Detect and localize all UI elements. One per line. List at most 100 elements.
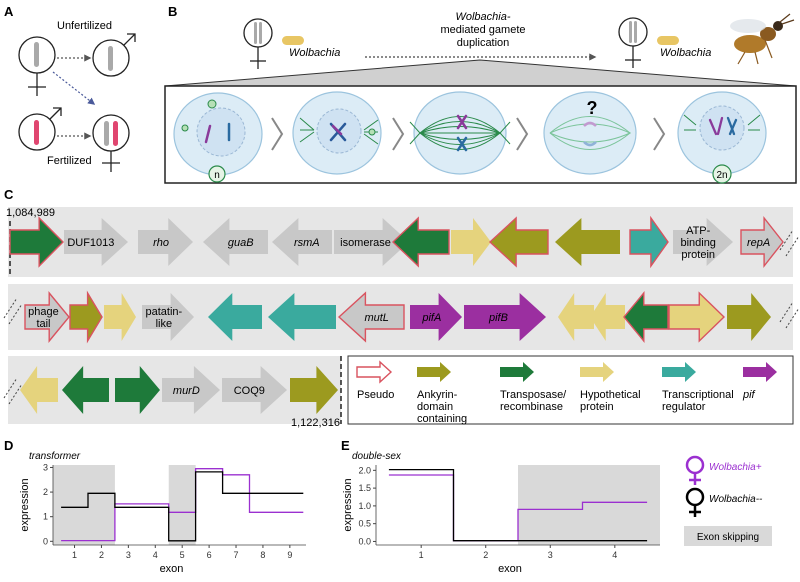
legend-label-ankyrin: domain [417, 401, 453, 413]
x-tick-label: 2 [99, 550, 104, 560]
x-tick-label: 1 [419, 550, 424, 560]
gene-label: isomerase [340, 237, 391, 249]
male-haploid-symbol [92, 33, 136, 77]
gene-label: rsmA [294, 237, 320, 249]
y-tick-label: 1 [43, 512, 48, 522]
gene-arrow [337, 291, 405, 343]
fertilization-arrow [52, 71, 96, 105]
gene-arrow [673, 218, 733, 266]
gene-arrow [222, 366, 287, 414]
y-tick-label: 3 [43, 462, 48, 472]
female-wolbachia-left [243, 18, 273, 69]
gene-label: mutL [364, 312, 388, 324]
legend-label-ankyrin: containing [417, 413, 467, 425]
unfertilized-label: Unfertilized [57, 20, 112, 32]
gene-arrow [590, 293, 625, 341]
gene-arrow [62, 366, 109, 414]
exon-skip-region [53, 465, 115, 545]
gene-label: COQ9 [234, 385, 265, 397]
gene-arrow [558, 293, 594, 341]
y-tick-label: 2.0 [358, 465, 371, 475]
coord-end-label: 1,122,316 [291, 417, 340, 429]
cell-stage-5: 2n [677, 91, 767, 184]
legend-label-hypothetical: protein [580, 401, 614, 413]
gene-arrow [629, 215, 669, 269]
cell-stage-4: ? [543, 91, 637, 175]
exon-skipping-swatch [684, 526, 772, 546]
gene-arrow [290, 366, 338, 414]
expression-legend: Wolbachia+ Wolbachia-- Exon skipping [684, 455, 772, 546]
legend-exon-skipping: Exon skipping [697, 532, 759, 543]
gene-arrow [334, 218, 409, 266]
legend-wolb-minus: Wolbachia-- [709, 494, 763, 505]
x-tick-label: 9 [287, 550, 292, 560]
panel-b-label: B [168, 4, 177, 19]
gene-arrow [138, 218, 193, 266]
gene-label: tail [36, 318, 50, 330]
process-line2: mediated gamete [441, 24, 526, 36]
gene-arrow [104, 293, 136, 341]
legend-swatch-transposase [500, 362, 534, 382]
gene-label: like [156, 318, 173, 330]
coord-start-label: 1,084,989 [6, 207, 55, 219]
female-haploid-symbol [18, 36, 56, 96]
gene-arrow [488, 216, 549, 268]
x-tick-label: 6 [207, 550, 212, 560]
x-tick-label: 3 [548, 550, 553, 560]
legend-label-pseudo: Pseudo [357, 389, 394, 401]
legend-swatch-transcriptional [662, 362, 696, 382]
legend-label-hypothetical: Hypothetical [580, 389, 641, 401]
panel-a: A Unfertilized [4, 4, 136, 172]
gene-label: patatin- [145, 306, 182, 318]
gene-label: pifA [421, 312, 441, 324]
gene-label: rho [153, 237, 169, 249]
wolbachia-label-right: Wolbachia [660, 47, 711, 59]
zoom-funnel [164, 59, 797, 87]
wolbachia-bacterium-icon [282, 36, 304, 45]
legend-label-ankyrin: Ankyrin- [417, 389, 458, 401]
x-axis-label: exon [498, 563, 522, 575]
cell-stage-2 [292, 91, 382, 175]
legend-label-transcriptional: Transcriptional [662, 389, 734, 401]
y-axis-label: expression [342, 478, 354, 531]
y-tick-label: 1.0 [358, 501, 371, 511]
x-axis-label: exon [160, 563, 184, 575]
gene-label: repA [747, 237, 770, 249]
x-tick-label: 3 [126, 550, 131, 560]
stage-chevron-3 [516, 117, 529, 151]
gene-arrow [208, 293, 262, 341]
gene-label: phage [28, 306, 59, 318]
fertilized-label: Fertilized [47, 155, 92, 167]
legend-label-transcriptional: regulator [662, 401, 706, 413]
gene-label: DUF1013 [67, 237, 114, 249]
gene-label: ATP- [686, 225, 711, 237]
gene-label: pifB [488, 312, 508, 324]
gene-arrow [162, 366, 220, 414]
legend-label-pif: pif [742, 389, 756, 401]
y-axis-label: expression [19, 478, 31, 531]
gene-arrow [268, 293, 336, 341]
process-line1: Wolbachia- [455, 11, 510, 23]
gene-arrow [115, 366, 160, 414]
wolbachia-label-left: Wolbachia [289, 47, 340, 59]
y-tick-label: 1.5 [358, 483, 371, 493]
y-tick-label: 2 [43, 487, 48, 497]
gene-arrow [203, 218, 268, 266]
ploidy-n-label: n [214, 170, 220, 181]
chart-title: double-sex [352, 451, 402, 462]
unknown-step-mark: ? [587, 98, 598, 118]
legend-wolb-plus: Wolbachia+ [709, 462, 762, 473]
gene-arrow [391, 216, 450, 268]
cell-stage-3 [409, 91, 511, 175]
series-line-wolbachia-minus [61, 471, 304, 542]
gene-arrow [668, 291, 726, 343]
x-tick-label: 8 [260, 550, 265, 560]
panel-b: B Wolbachia Wolbachia- mediated gamete d… [164, 4, 797, 184]
y-tick-label: 0.5 [358, 519, 371, 529]
gene-label: murD [173, 385, 200, 397]
panel-d-label: D [4, 438, 13, 453]
